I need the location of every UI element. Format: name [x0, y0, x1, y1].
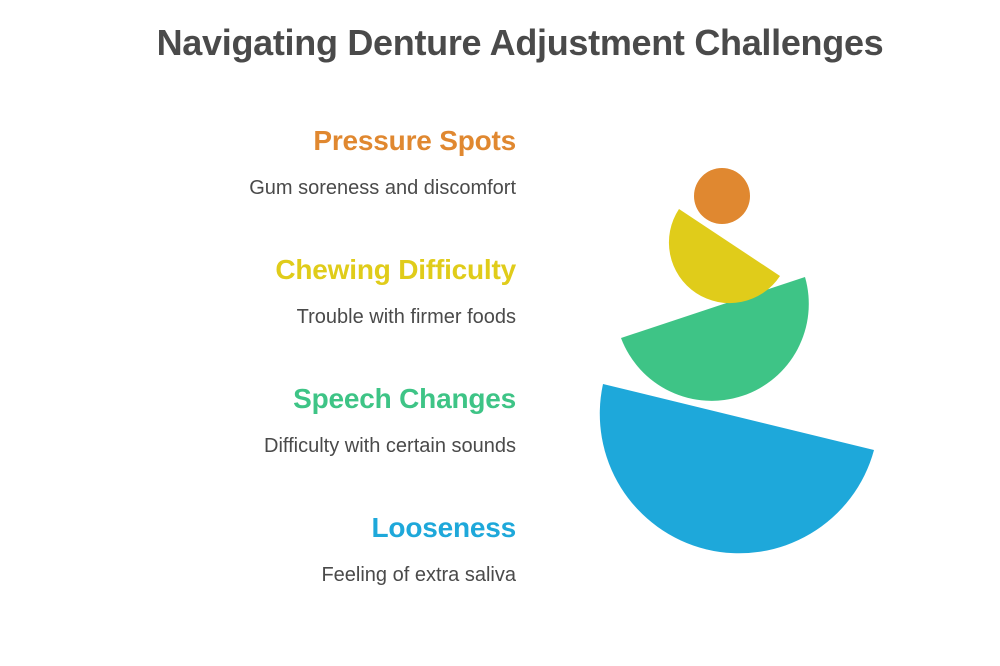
item-description: Trouble with firmer foods — [296, 306, 516, 328]
speech-changes-shape-icon — [621, 277, 809, 401]
item-description: Feeling of extra saliva — [321, 564, 516, 586]
pressure-spots-shape-icon — [694, 168, 750, 224]
page-title: Navigating Denture Adjustment Challenges — [156, 22, 884, 63]
item-description: Gum soreness and discomfort — [249, 177, 516, 199]
chewing-difficulty-shape-icon — [668, 209, 780, 304]
item-chewing-difficulty: Chewing Difficulty Trouble with firmer f… — [275, 253, 516, 330]
item-description: Difficulty with certain sounds — [264, 435, 516, 457]
item-heading: Chewing Difficulty — [275, 254, 516, 285]
item-speech-changes: Speech Changes Difficulty with certain s… — [264, 382, 516, 459]
item-heading: Pressure Spots — [313, 125, 516, 156]
looseness-shape-icon — [599, 384, 874, 554]
item-pressure-spots: Pressure Spots Gum soreness and discomfo… — [249, 124, 516, 201]
item-heading: Looseness — [371, 512, 517, 543]
item-heading: Speech Changes — [293, 383, 516, 414]
item-looseness: Looseness Feeling of extra saliva — [321, 511, 516, 588]
